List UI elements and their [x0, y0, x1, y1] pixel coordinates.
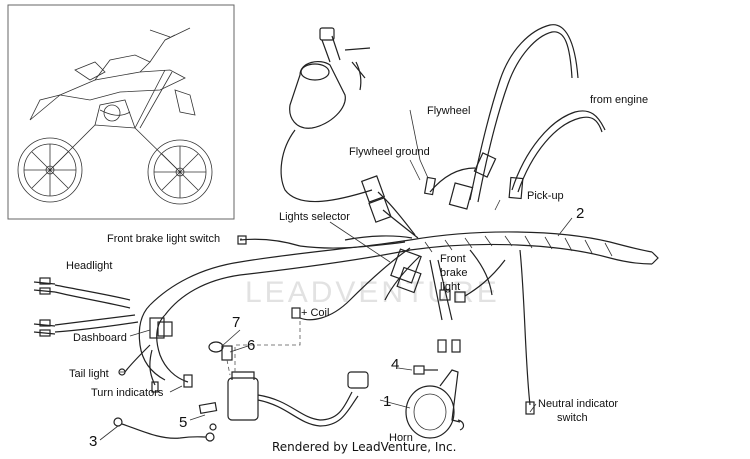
- label-tail-light: Tail light: [69, 368, 109, 380]
- label-dashboard: Dashboard: [73, 332, 127, 344]
- horn: [405, 369, 465, 439]
- callout-3: 3: [89, 433, 97, 450]
- label-pick-up: Pick-up: [527, 190, 564, 202]
- callout-6: 6: [247, 337, 255, 354]
- motorcycle-inset: [7, 4, 235, 220]
- grommet-7: [208, 341, 224, 353]
- label-front-brake-light-3: light: [440, 281, 460, 293]
- callout-4: 4: [391, 356, 399, 373]
- callout-2: 2: [576, 205, 584, 222]
- label-from-engine: from engine: [590, 94, 648, 106]
- label-neutral-switch-1: Neutral indicator: [538, 398, 618, 410]
- flywheel-connectors: [360, 152, 524, 223]
- label-headlight: Headlight: [66, 260, 112, 272]
- label-front-brake-light-2: brake: [440, 267, 468, 279]
- ignition-switch: [280, 27, 373, 203]
- label-coil: + Coil: [301, 307, 329, 319]
- engine-cables: [377, 24, 606, 239]
- label-front-brake-light-1: Front: [440, 253, 466, 265]
- bolt-5: [198, 401, 218, 431]
- ignition-coil: [227, 318, 369, 427]
- callout-5: 5: [179, 414, 187, 431]
- label-flywheel-ground: Flywheel ground: [349, 146, 430, 158]
- screw-4: [413, 365, 438, 375]
- label-turn-indicators: Turn indicators: [91, 387, 164, 399]
- callout-numbers: 1 2 3 4 5 6 7: [89, 205, 584, 450]
- callout-7: 7: [232, 314, 240, 331]
- main-harness: [54, 231, 659, 406]
- part-labels: Flywheel from engine Flywheel ground Pic…: [66, 94, 648, 444]
- credit-text: Rendered by LeadVenture, Inc.: [272, 440, 456, 454]
- harness-connectors: [33, 235, 535, 415]
- label-front-brake-light-switch: Front brake light switch: [107, 233, 220, 245]
- label-lights-selector: Lights selector: [279, 211, 350, 223]
- nut-6: [221, 345, 233, 376]
- label-neutral-switch-2: switch: [557, 412, 588, 424]
- label-horn: Horn: [389, 432, 413, 444]
- leader-lines: [99, 109, 573, 441]
- label-flywheel: Flywheel: [427, 105, 470, 117]
- callout-1: 1: [383, 393, 391, 410]
- ground-cable-3: [113, 417, 215, 442]
